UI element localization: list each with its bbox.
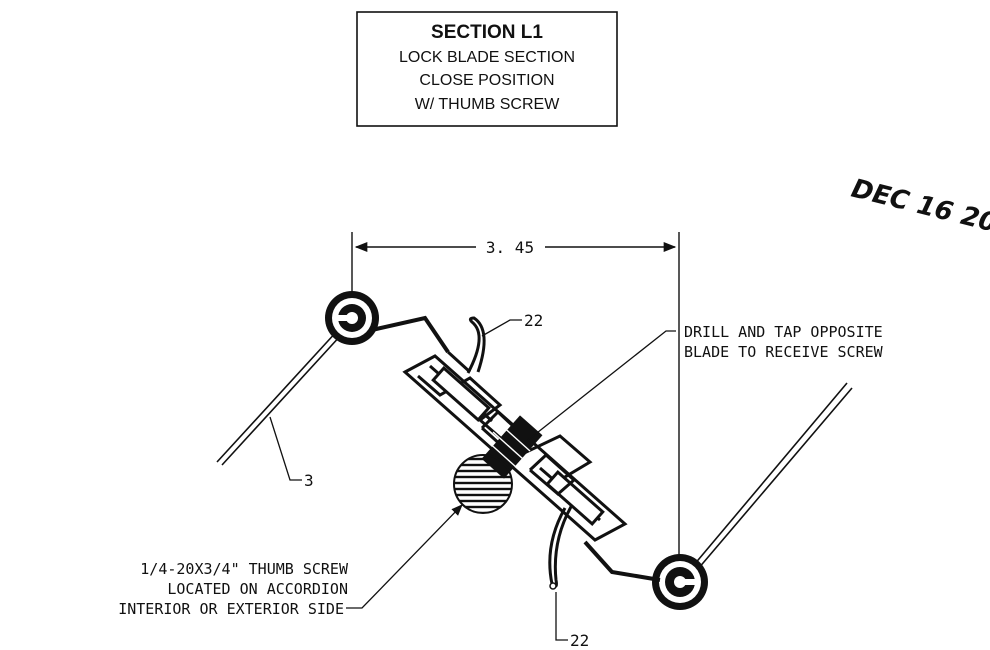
section-subtitle-1: LOCK BLADE SECTION [399, 49, 575, 66]
callout-3: 3 [269, 416, 314, 490]
thumb-note-line-2: LOCATED ON ACCORDION [167, 580, 348, 598]
lower-blade-arm [583, 540, 661, 582]
callout-22-bottom-label: 22 [570, 631, 589, 650]
drill-note-line-2: BLADE TO RECEIVE SCREW [684, 343, 884, 361]
title-block: SECTION L1 LOCK BLADE SECTION CLOSE POSI… [356, 11, 618, 127]
thumb-note-line-3: INTERIOR OR EXTERIOR SIDE [118, 600, 344, 618]
date-stamp: DEC 16 20 [848, 174, 990, 239]
section-title: SECTION L1 [431, 22, 543, 43]
hook-clip-end [549, 582, 557, 590]
drill-note-line-1: DRILL AND TAP OPPOSITE [684, 323, 883, 341]
dimension-3-45: 3. 45 [351, 232, 680, 555]
thumb-note-line-1: 1/4-20X3/4" THUMB SCREW [140, 560, 349, 578]
callout-22-top-label: 22 [524, 311, 543, 330]
callout-drill-tap: DRILL AND TAP OPPOSITE BLADE TO RECEIVE … [527, 323, 884, 441]
dimension-label: 3. 45 [486, 238, 534, 257]
hook-clip-top [466, 316, 486, 374]
left-hinge-knuckle [325, 291, 379, 345]
title-box-border [356, 11, 618, 127]
right-blade [687, 382, 853, 577]
left-blade [216, 329, 343, 466]
right-hinge-knuckle [652, 554, 708, 610]
callout-22-top: 22 [481, 311, 543, 337]
section-subtitle-2: CLOSE POSITION [419, 72, 554, 89]
thumb-screw-head [453, 454, 513, 514]
upper-blade-arm [371, 315, 450, 354]
callout-3-label: 3 [304, 471, 314, 490]
callout-thumb-screw: 1/4-20X3/4" THUMB SCREW LOCATED ON ACCOR… [118, 504, 463, 618]
callout-22-bottom: 22 [555, 592, 589, 650]
lock-blade-body [402, 350, 628, 542]
section-subtitle-3: W/ THUMB SCREW [415, 96, 560, 113]
